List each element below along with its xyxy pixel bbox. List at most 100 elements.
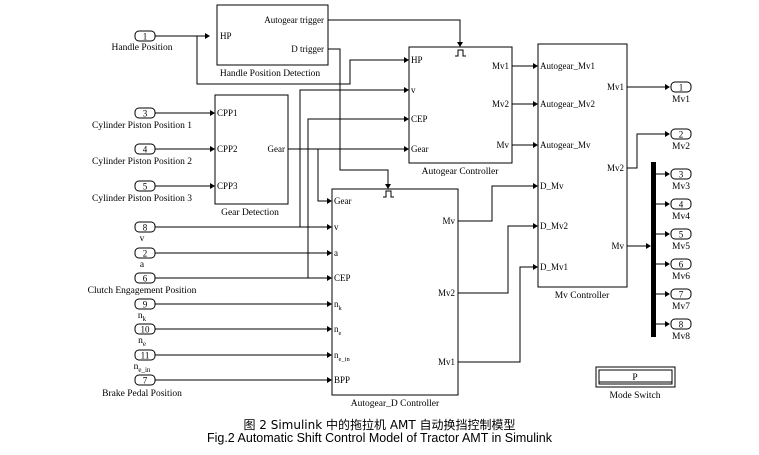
inport-label: Cylinder Piston Position 2 xyxy=(92,157,192,167)
mode-switch-value: P xyxy=(632,373,637,383)
inport-label: ne_in xyxy=(134,362,151,374)
adc-in-ne: ne xyxy=(334,324,342,337)
inport-number: 5 xyxy=(143,182,148,192)
outport-number: 2 xyxy=(679,130,684,140)
gd-in-cpp3: CPP3 xyxy=(217,181,238,191)
inport-a[interactable]: 2a xyxy=(134,247,156,270)
adc-out-mv: Mv xyxy=(442,216,455,226)
outport-number: 5 xyxy=(679,230,684,240)
mvc-in-autogear-mv2: Autogear_Mv2 xyxy=(540,99,595,109)
autogear-controller-block[interactable]: HP v CEP Gear Mv1 Mv2 Mv Autogear Contro… xyxy=(408,46,513,177)
mvc-in-d-mv2: D_Mv2 xyxy=(540,221,568,231)
outport-number: 3 xyxy=(679,170,684,180)
ac-out-mv2: Mv2 xyxy=(492,99,509,109)
outport-label: Mv4 xyxy=(672,212,690,222)
adc-out-mv1: Mv1 xyxy=(438,357,455,367)
mode-switch-label: Mode Switch xyxy=(610,391,661,401)
gd-in-cpp1: CPP1 xyxy=(217,108,238,118)
gd-out-gear: Gear xyxy=(268,144,286,154)
adc-in-cep: CEP xyxy=(334,273,351,283)
caption-chinese: 图 2 Simulink 中的拖拉机 AMT 自动换挡控制模型 xyxy=(243,418,516,432)
outport-number: 4 xyxy=(679,200,684,210)
hpd-out-d-trigger: D trigger xyxy=(291,44,324,54)
inport-number: 11 xyxy=(141,351,150,361)
inport-label: Brake Pedal Position xyxy=(102,389,182,399)
enable-port-icon xyxy=(383,190,394,198)
hpd-in-hp: HP xyxy=(220,31,232,41)
inport-label: a xyxy=(140,260,145,270)
caption-english: Fig.2 Automatic Shift Control Model of T… xyxy=(206,431,553,445)
adc-in-bpp: BPP xyxy=(334,375,350,385)
outport-label: Mv6 xyxy=(672,272,690,282)
ac-in-hp: HP xyxy=(411,55,423,65)
ac-in-v: v xyxy=(411,85,416,95)
enable-port-icon xyxy=(455,49,466,57)
ac-title: Autogear Controller xyxy=(422,167,500,177)
outport-number: 8 xyxy=(679,320,684,330)
handle-position-detection-block[interactable]: HP Autogear trigger D trigger Handle Pos… xyxy=(216,4,329,79)
adc-in-ne-in: ne_in xyxy=(334,350,350,363)
inport-number: 2 xyxy=(143,249,148,259)
inport-number: 7 xyxy=(143,376,148,386)
inport-label: Cylinder Piston Position 1 xyxy=(92,121,192,131)
adc-title: Autogear_D Controller xyxy=(351,399,440,409)
outport-label: Mv2 xyxy=(672,142,690,152)
mvc-in-d-mv: D_Mv xyxy=(540,181,564,191)
adc-in-a: a xyxy=(334,248,338,258)
gd-title: Gear Detection xyxy=(221,208,279,218)
inport-nk[interactable]: 9nk xyxy=(134,298,156,323)
gear-detection-block[interactable]: CPP1 CPP2 CPP3 Gear Gear Detection xyxy=(214,94,289,218)
ac-out-mv: Mv xyxy=(496,140,509,150)
inport-label: ne xyxy=(138,336,146,348)
inport-number: 6 xyxy=(143,274,148,284)
mvc-title: Mv Controller xyxy=(555,291,610,301)
autogear-d-controller-block[interactable]: Gear v a CEP nk ne ne_in BPP Mv Mv2 Mv1 … xyxy=(331,188,459,409)
ac-in-gear: Gear xyxy=(411,144,429,154)
outport-label: Mv3 xyxy=(672,182,690,192)
mvc-out-mv2: Mv2 xyxy=(607,163,624,173)
outport-label: Mv5 xyxy=(672,242,690,252)
inport-label: v xyxy=(140,234,145,244)
mv-controller-block[interactable]: Autogear_Mv1 Autogear_Mv2 Autogear_Mv D_… xyxy=(537,43,628,301)
ac-in-cep: CEP xyxy=(411,114,428,124)
inport-number: 10 xyxy=(141,325,151,335)
adc-in-v: v xyxy=(334,222,339,232)
mvc-out-mv: Mv xyxy=(611,241,624,251)
hpd-out-autogear-trigger: Autogear trigger xyxy=(264,15,324,25)
gd-in-cpp2: CPP2 xyxy=(217,144,238,154)
inport-label: Cylinder Piston Position 3 xyxy=(92,194,192,204)
adc-in-nk: nk xyxy=(334,299,343,312)
inport-v[interactable]: 8v xyxy=(134,221,156,244)
inport-label: Handle Position xyxy=(112,43,173,53)
hpd-title: Handle Position Detection xyxy=(220,69,321,79)
mvc-in-d-mv1: D_Mv1 xyxy=(540,262,568,272)
demux-bar[interactable] xyxy=(651,162,656,337)
inport-label: nk xyxy=(138,311,147,323)
mode-switch[interactable]: P Mode Switch xyxy=(595,366,676,401)
outport-label: Mv7 xyxy=(672,302,690,312)
adc-out-mv2: Mv2 xyxy=(438,288,455,298)
ac-out-mv1: Mv1 xyxy=(492,61,509,71)
mvc-in-autogear-mv: Autogear_Mv xyxy=(540,140,591,150)
signal-wires xyxy=(155,19,670,383)
mvc-out-mv1: Mv1 xyxy=(607,82,624,92)
inport-number: 8 xyxy=(143,223,148,233)
